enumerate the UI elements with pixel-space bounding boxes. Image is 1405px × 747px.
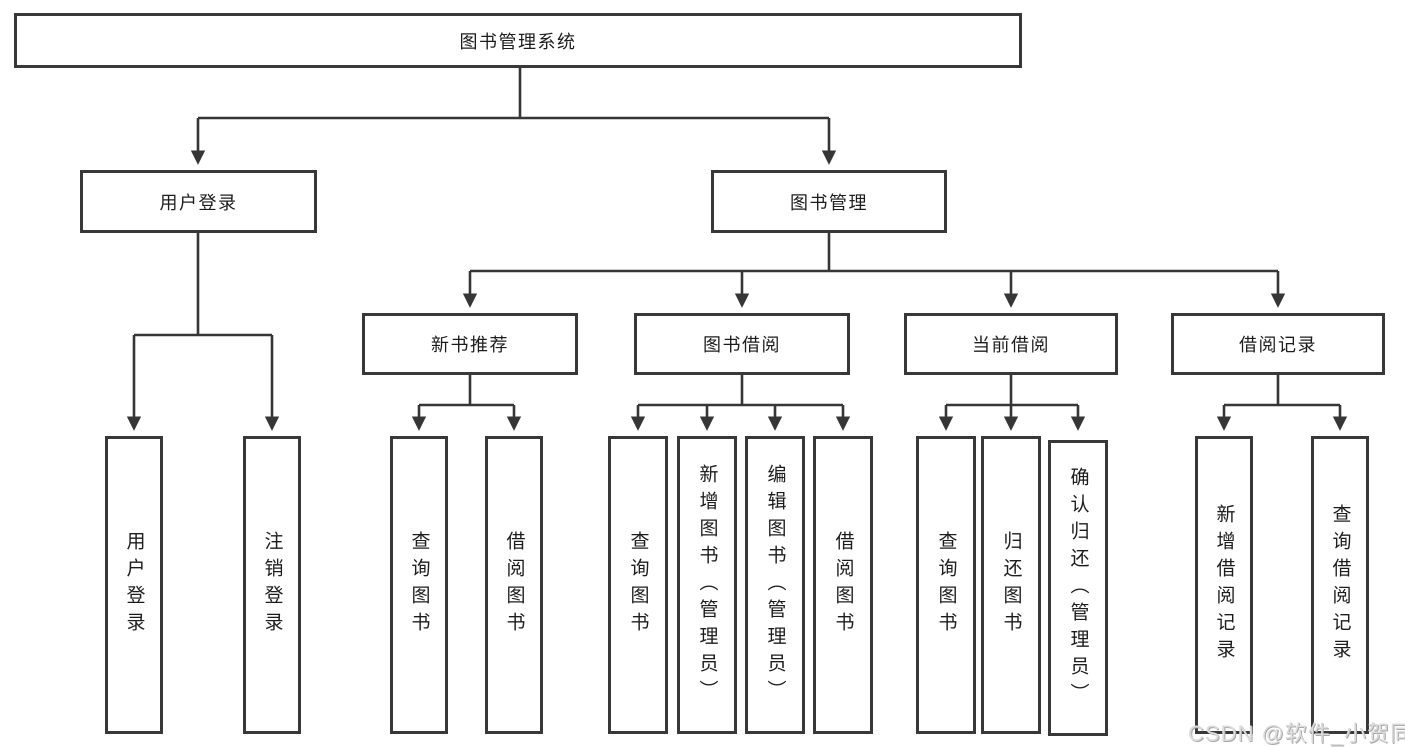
leaf-cb-confirm-return: 确认归还（管理员） — [1048, 440, 1108, 736]
leaf-bb-add-book-label: 新增图书（管理员） — [696, 463, 718, 707]
leaf-user-login-label: 用户登录 — [123, 531, 145, 639]
node-current-borrow-label: 当前借阅 — [972, 335, 1050, 355]
node-book-borrow: 图书借阅 — [634, 313, 850, 375]
leaf-logout-label: 注销登录 — [261, 531, 283, 639]
leaf-bb-borrow-book: 借阅图书 — [813, 436, 873, 734]
node-current-borrow: 当前借阅 — [904, 313, 1118, 375]
leaf-bb-borrow-book-label: 借阅图书 — [832, 531, 854, 639]
node-book-borrow-label: 图书借阅 — [703, 335, 781, 355]
csdn-watermark: CSDN @软件_小贺同学 — [1188, 721, 1405, 746]
leaf-logout: 注销登录 — [243, 436, 301, 734]
leaf-bb-edit-book: 编辑图书（管理员） — [745, 436, 805, 734]
leaf-rec-query-book-label: 查询图书 — [408, 531, 430, 639]
node-user-login-label: 用户登录 — [159, 192, 238, 213]
leaf-cb-return-book: 归还图书 — [981, 436, 1041, 734]
leaf-bb-add-book: 新增图书（管理员） — [677, 436, 737, 734]
leaf-bb-edit-book-label: 编辑图书（管理员） — [764, 463, 786, 707]
leaf-user-login: 用户登录 — [105, 436, 163, 734]
node-root: 图书管理系统 — [14, 13, 1022, 68]
leaf-br-add-record-label: 新增借阅记录 — [1213, 504, 1235, 666]
leaf-bb-query-book: 查询图书 — [608, 436, 668, 734]
leaf-br-query-record-label: 查询借阅记录 — [1329, 504, 1351, 666]
leaf-rec-borrow-book: 借阅图书 — [485, 436, 543, 734]
leaf-bb-query-book-label: 查询图书 — [627, 531, 649, 639]
leaf-cb-query-book: 查询图书 — [916, 436, 976, 734]
node-root-label: 图书管理系统 — [459, 31, 577, 52]
leaf-br-add-record: 新增借阅记录 — [1195, 436, 1253, 734]
node-new-book-rec-label: 新书推荐 — [431, 335, 509, 355]
leaf-cb-return-book-label: 归还图书 — [1000, 531, 1022, 639]
leaf-br-query-record: 查询借阅记录 — [1311, 436, 1369, 734]
node-borrow-record: 借阅记录 — [1171, 313, 1385, 375]
node-book-mgmt: 图书管理 — [711, 170, 947, 233]
leaf-rec-borrow-book-label: 借阅图书 — [503, 531, 525, 639]
node-book-mgmt-label: 图书管理 — [790, 192, 868, 213]
node-new-book-rec: 新书推荐 — [362, 313, 578, 375]
leaf-rec-query-book: 查询图书 — [390, 436, 448, 734]
leaf-cb-confirm-return-label: 确认归还（管理员） — [1067, 466, 1089, 710]
node-borrow-record-label: 借阅记录 — [1239, 335, 1317, 355]
leaf-cb-query-book-label: 查询图书 — [935, 531, 957, 639]
node-user-login: 用户登录 — [80, 170, 317, 233]
